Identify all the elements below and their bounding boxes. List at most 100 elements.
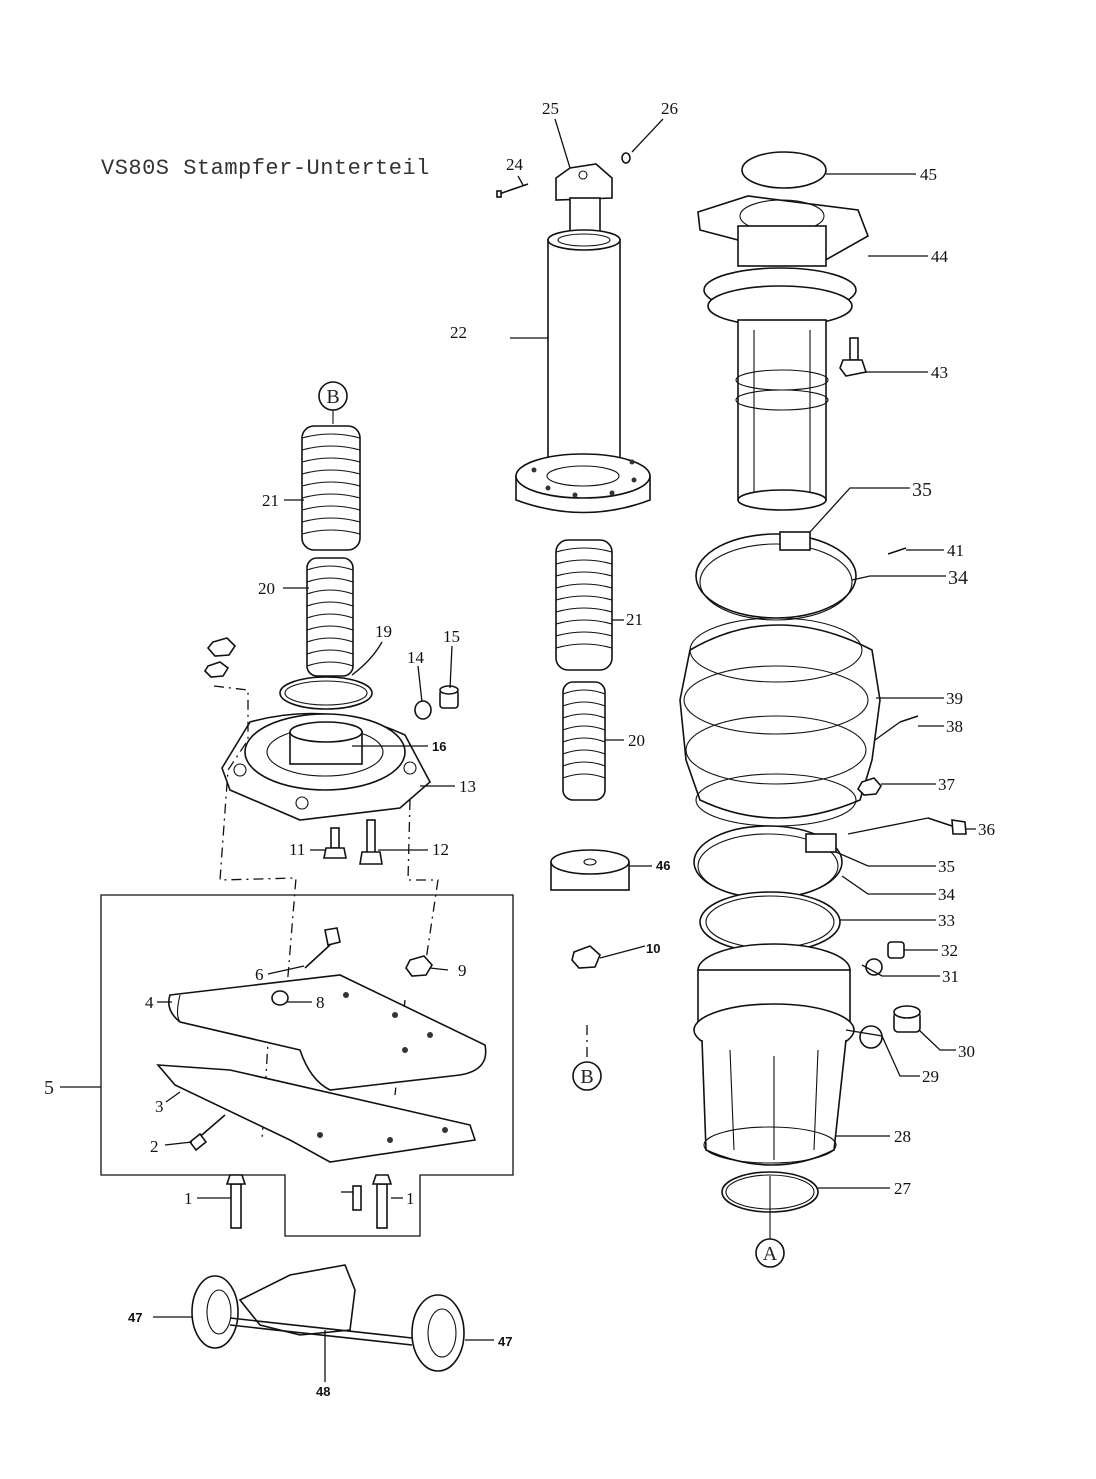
label-27: 27 xyxy=(894,1179,912,1198)
label-43: 43 xyxy=(931,363,948,382)
bolt-2 xyxy=(188,1114,226,1152)
label-25: 25 xyxy=(542,99,559,118)
bolt-1-left xyxy=(225,1174,247,1229)
bellows-39 xyxy=(679,617,881,827)
marker-b-bottom: B xyxy=(572,1025,602,1091)
label-15: 15 xyxy=(443,627,460,646)
label-29: 29 xyxy=(922,1067,939,1086)
label-45: 45 xyxy=(920,165,937,184)
label-31: 31 xyxy=(942,967,959,986)
spring-21-left xyxy=(301,425,361,551)
label-8: 8 xyxy=(316,993,325,1012)
diagram-title: VS80S Stampfer-Unterteil xyxy=(101,156,430,181)
filter-cage xyxy=(735,319,829,511)
svg-text:B: B xyxy=(580,1066,593,1088)
lower-housing-28 xyxy=(693,943,855,1166)
label-4: 4 xyxy=(145,993,154,1012)
ring-19 xyxy=(279,676,373,710)
washer-8 xyxy=(271,990,289,1006)
part-numbers: 21 20 19 14 15 16 13 11 12 6 9 8 4 3 2 5… xyxy=(44,99,995,1399)
clamp-34-upper xyxy=(695,531,857,621)
nuts-top-left xyxy=(203,637,237,678)
label-36: 36 xyxy=(978,820,995,839)
damper-46 xyxy=(550,849,630,891)
label-1a: 1 xyxy=(184,1189,193,1208)
nut-37 xyxy=(857,777,882,796)
label-12: 12 xyxy=(432,840,449,859)
label-46: 46 xyxy=(656,858,670,873)
label-47b: 47 xyxy=(498,1334,512,1349)
label-28: 28 xyxy=(894,1127,911,1146)
pin-41 xyxy=(887,547,907,555)
nut-9 xyxy=(405,955,433,977)
bolt-11 xyxy=(323,827,347,859)
marker-b-top: B xyxy=(318,381,348,424)
rod-head-25 xyxy=(555,163,613,233)
plug-30 xyxy=(893,1005,921,1033)
label-35b: 35 xyxy=(938,857,955,876)
label-11: 11 xyxy=(289,840,305,859)
label-1b: 1 xyxy=(406,1189,415,1208)
svg-text:B: B xyxy=(326,386,339,408)
label-3: 3 xyxy=(155,1097,164,1116)
ring-33 xyxy=(699,891,841,953)
plug-15 xyxy=(439,685,459,709)
guide-tube-22 xyxy=(515,229,651,514)
label-5: 5 xyxy=(44,1077,54,1099)
marker-a: A xyxy=(755,1238,785,1268)
clip-26 xyxy=(621,152,631,164)
label-21a: 21 xyxy=(262,491,279,510)
ring-45 xyxy=(741,151,827,189)
label-33: 33 xyxy=(938,911,955,930)
leader-lines xyxy=(60,118,976,1382)
flange-44 xyxy=(697,195,869,327)
label-24: 24 xyxy=(506,155,524,174)
label-9: 9 xyxy=(458,961,467,980)
bolt-1-mid xyxy=(352,1185,362,1211)
label-20a: 20 xyxy=(258,579,275,598)
screw-36 xyxy=(927,817,967,835)
label-14: 14 xyxy=(407,648,425,667)
label-34b: 34 xyxy=(938,885,956,904)
label-44: 44 xyxy=(931,247,949,266)
spring-20-left xyxy=(306,557,354,677)
washer-31 xyxy=(865,958,883,976)
wheel-kit-48 xyxy=(191,1264,465,1372)
pin-24 xyxy=(496,183,529,198)
bolt-6 xyxy=(304,927,341,969)
label-21b: 21 xyxy=(626,610,643,629)
label-47a: 47 xyxy=(128,1310,142,1325)
plug-32 xyxy=(887,941,905,959)
clamp-34-lower xyxy=(693,825,843,899)
washer-14 xyxy=(414,700,432,720)
label-22: 22 xyxy=(450,323,467,342)
label-16: 16 xyxy=(432,739,446,754)
svg-text:A: A xyxy=(763,1243,778,1265)
label-34a: 34 xyxy=(948,567,968,589)
spring-21-center xyxy=(555,539,613,671)
plate-3 xyxy=(156,1064,477,1163)
label-41: 41 xyxy=(947,541,964,560)
label-38: 38 xyxy=(946,717,963,736)
assembly-5-frame xyxy=(100,894,514,1237)
pin-38 xyxy=(899,715,919,723)
screw-43 xyxy=(839,337,868,377)
label-10: 10 xyxy=(646,941,660,956)
label-2: 2 xyxy=(150,1137,159,1156)
washer-29 xyxy=(859,1025,883,1049)
spring-20-center xyxy=(562,681,606,801)
bolt-12 xyxy=(359,819,383,865)
label-48: 48 xyxy=(316,1384,330,1399)
label-32: 32 xyxy=(941,941,958,960)
base-housing-13 xyxy=(221,712,432,821)
label-6: 6 xyxy=(255,965,264,984)
label-26: 26 xyxy=(661,99,678,118)
label-20b: 20 xyxy=(628,731,645,750)
label-39: 39 xyxy=(946,689,963,708)
label-13: 13 xyxy=(459,777,476,796)
shoe-4 xyxy=(167,974,487,1091)
bolt-1-right xyxy=(371,1174,393,1229)
label-19: 19 xyxy=(375,622,392,641)
label-37: 37 xyxy=(938,775,956,794)
